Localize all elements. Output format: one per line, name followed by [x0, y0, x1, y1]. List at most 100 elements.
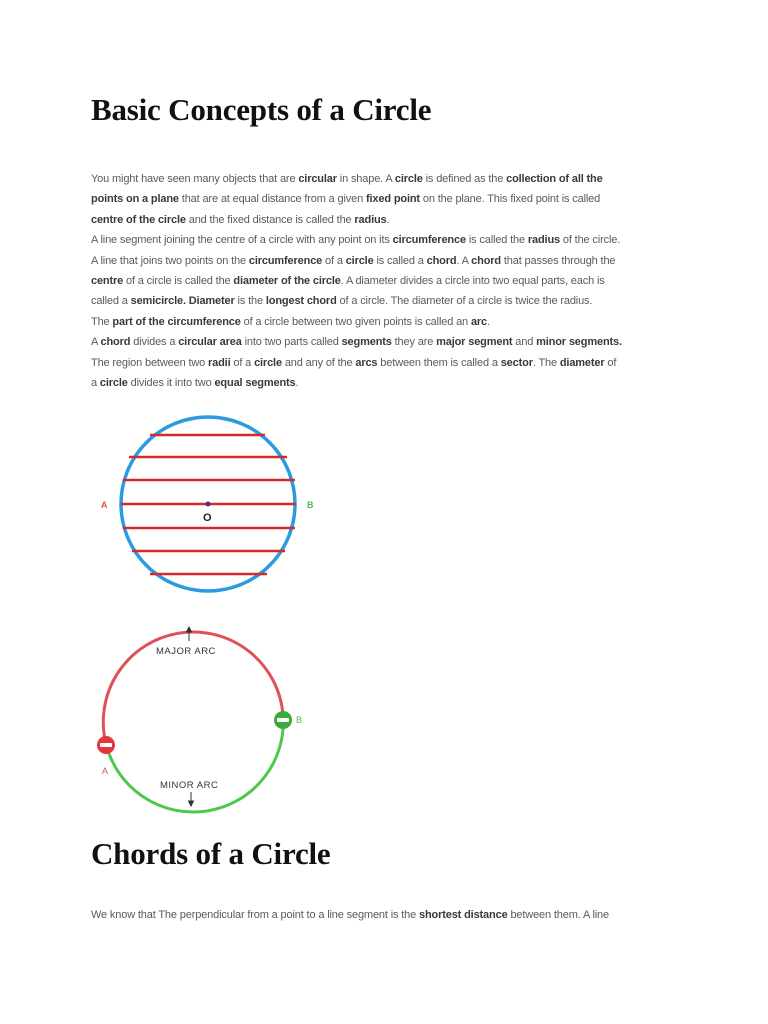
keyword-term: fixed point: [365, 193, 420, 206]
point-b-marker: [274, 711, 292, 729]
keyword-term: circumference: [248, 254, 323, 267]
major-arc-label: MAJOR ARC: [156, 646, 216, 657]
keyword-term: arc: [470, 315, 488, 328]
point-a-label: A: [102, 766, 108, 776]
text-run: they are: [391, 336, 437, 349]
text-run: divides it into two: [127, 377, 215, 390]
text-run: of a circle. The diameter of a circle is…: [336, 295, 593, 308]
keyword-term: major segment: [436, 336, 513, 349]
text-run: of the circle.: [560, 234, 621, 247]
paragraph-line: A chord divides a circular area into two…: [91, 332, 661, 352]
keyword-term: circumference: [392, 234, 466, 247]
text-run: a: [91, 377, 100, 390]
text-run: is the: [234, 295, 266, 308]
text-run: called a: [91, 295, 131, 308]
keyword-term: radii: [208, 356, 231, 369]
keyword-term: chord: [100, 336, 131, 349]
text-run: between them. A line: [507, 909, 609, 921]
major-arc: [101, 630, 285, 745]
text-run: and the fixed distance is called the: [185, 213, 355, 226]
keyword-term: sector: [500, 356, 533, 369]
point-a-marker: [97, 736, 115, 754]
text-run: in shape. A: [336, 173, 395, 185]
keyword-term: centre of the circle: [91, 213, 186, 226]
text-run: divides a: [130, 336, 179, 349]
text-run: You might have seen many objects that ar…: [91, 173, 299, 185]
point-b-label: B: [296, 715, 302, 725]
text-run: The: [91, 315, 113, 328]
text-run: that are at equal distance from a given: [178, 193, 366, 206]
text-run: between them is called a: [377, 356, 501, 369]
text-run: that passes through the: [500, 254, 616, 267]
point-b-label: B: [307, 500, 314, 510]
minor-arc: [104, 714, 285, 814]
figure-major-minor-arc: MAJOR ARC MINOR ARC A B: [88, 616, 318, 816]
paragraph-line: points on a plane that are at equal dist…: [91, 189, 661, 209]
paragraph-line: called a semicircle. Diameter is the lon…: [91, 291, 661, 311]
keyword-term: collection of all the: [506, 173, 603, 185]
keyword-term: arcs: [355, 356, 378, 369]
keyword-term: equal segments: [214, 377, 296, 390]
paragraph-line: A line that joins two points on the circ…: [91, 251, 661, 271]
keyword-term: points on a plane: [91, 193, 179, 206]
paragraph-line: We know that The perpendicular from a po…: [91, 905, 661, 925]
center-point: [205, 501, 211, 507]
keyword-term: radius: [527, 234, 560, 247]
paragraph-line: a circle divides it into two equal segme…: [91, 373, 661, 393]
keyword-term: circular: [298, 173, 337, 185]
text-run: The region between two: [91, 356, 209, 369]
text-run: of a: [230, 356, 255, 369]
text-run: .: [487, 315, 490, 328]
text-run: .: [386, 213, 390, 226]
text-run: is called a: [373, 254, 427, 267]
text-run: A line that joins two points on the: [91, 254, 249, 267]
keyword-term: shortest distance: [419, 909, 508, 921]
text-run: is called the: [465, 234, 528, 247]
paragraph-line: centre of the circle and the fixed dista…: [91, 210, 661, 230]
keyword-term: circle: [345, 254, 374, 267]
text-run: A line segment joining the centre of a c…: [91, 234, 393, 247]
keyword-term: circle: [99, 377, 128, 390]
keyword-term: diameter of the circle: [233, 275, 341, 288]
paragraph-line: A line segment joining the centre of a c…: [91, 230, 661, 250]
keyword-term: circular area: [178, 336, 242, 349]
paragraph-line: The region between two radii of a circle…: [91, 353, 661, 373]
keyword-term: radius: [354, 213, 387, 226]
section-heading-basic-concepts: Basic Concepts of a Circle: [91, 92, 432, 127]
text-run: and any of the: [281, 356, 356, 369]
paragraph-line: The part of the circumference of a circl…: [91, 312, 661, 332]
paragraph-line: centre of a circle is called the diamete…: [91, 271, 661, 291]
text-run: . A diameter divides a circle into two e…: [340, 275, 605, 288]
text-run: is defined as the: [422, 173, 507, 185]
text-run: .: [295, 377, 299, 390]
section-heading-chords: Chords of a Circle: [91, 836, 331, 871]
keyword-term: diameter: [559, 356, 605, 369]
keyword-term: centre: [91, 275, 124, 288]
minor-arc-label: MINOR ARC: [160, 780, 218, 791]
point-a-label: A: [101, 500, 108, 510]
text-run: . The: [532, 356, 560, 369]
center-label: O: [203, 512, 212, 524]
keyword-term: semicircle. Diameter: [130, 295, 235, 308]
text-run: of: [604, 356, 617, 369]
keyword-term: circle: [394, 173, 423, 185]
text-run: A: [91, 336, 101, 349]
keyword-term: chord: [426, 254, 457, 267]
paragraph-chords: We know that The perpendicular from a po…: [91, 905, 661, 925]
text-run: of a circle is called the: [123, 275, 234, 288]
paragraph-basic-concepts: You might have seen many objects that ar…: [91, 169, 661, 393]
text-run: on the plane. This fixed point is called: [419, 193, 601, 206]
keyword-term: circle: [254, 356, 282, 369]
paragraph-line: You might have seen many objects that ar…: [91, 169, 661, 189]
arrow-up-icon: [185, 625, 193, 641]
keyword-term: segments: [341, 336, 392, 349]
figure-circle-chords: O A B: [95, 408, 325, 608]
text-run: of a: [322, 254, 346, 267]
text-run: and: [512, 336, 537, 349]
keyword-term: chord: [471, 254, 501, 267]
text-run: of a circle between two given points is …: [240, 315, 471, 328]
text-run: We know that The perpendicular from a po…: [91, 909, 419, 921]
keyword-term: part of the circumference: [112, 315, 241, 328]
arrow-down-icon: [187, 792, 195, 808]
text-run: into two parts called: [241, 336, 342, 349]
